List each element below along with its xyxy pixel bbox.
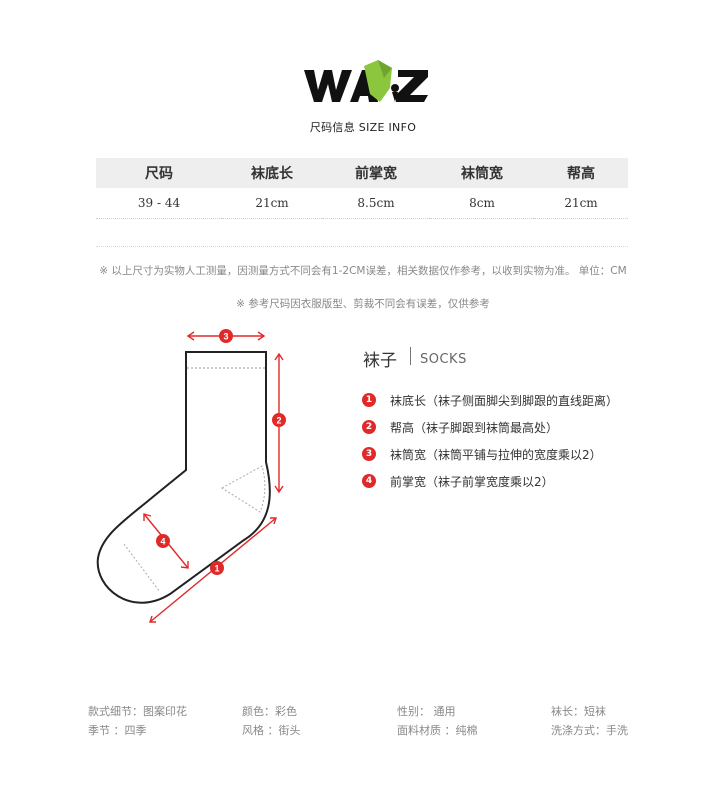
spec-style: 风格 ：街头 <box>242 724 301 737</box>
brand-logo <box>300 58 434 108</box>
table-header-row: 尺码 袜底长 前掌宽 袜筒宽 帮高 <box>96 158 628 188</box>
column-header-tube-width: 袜筒宽 <box>430 158 534 188</box>
measurement-note: ※ 以上尺寸为实物人工测量，因测量方式不同会有1-2CM误差，相关数据仅作参考，… <box>99 265 627 277</box>
table-cell: 39 - 44 <box>96 188 222 219</box>
legend-text: 袜底长（袜子侧面脚尖到脚跟的直线距离） <box>390 393 619 408</box>
spec-material: 面料材质 ：纯棉 <box>397 724 478 737</box>
sock-diagram: 3 2 4 1 <box>80 322 310 632</box>
legend-text: 帮高（袜子脚跟到袜筒最高处） <box>390 420 559 435</box>
column-header-forefoot-width: 前掌宽 <box>322 158 430 188</box>
spec-color: 颜色：彩色 <box>242 705 297 718</box>
table-row: 39 - 44 21cm 8.5cm 8cm 21cm <box>96 188 628 219</box>
column-header-sole-length: 袜底长 <box>222 158 322 188</box>
marker-label: 2 <box>276 416 281 426</box>
sock-toe-line <box>123 543 161 593</box>
logo-green-mark <box>364 60 399 102</box>
sock-outline <box>96 351 271 604</box>
table-cell: 21cm <box>534 188 628 219</box>
marker-badge-2: 2 <box>272 413 286 427</box>
spec-sock-length: 袜长：短袜 <box>551 705 606 718</box>
table-cell: 8cm <box>430 188 534 219</box>
marker-label: 4 <box>160 537 165 547</box>
sock-heel-line <box>221 465 266 513</box>
legend-item: 4 前掌宽（袜子前掌宽度乘以2） <box>362 473 554 489</box>
column-header-size: 尺码 <box>96 158 222 188</box>
column-header-upper-height: 帮高 <box>534 158 628 188</box>
marker-badge-3: 3 <box>219 329 233 343</box>
number-badge: 4 <box>362 474 376 488</box>
table-cell: 8.5cm <box>322 188 430 219</box>
spec-season: 季节 ：四季 <box>88 724 147 737</box>
socks-title: 袜子 <box>363 351 397 371</box>
table-cell: 21cm <box>222 188 322 219</box>
legend-item: 1 袜底长（袜子侧面脚尖到脚跟的直线距离） <box>362 392 618 408</box>
legend-text: 前掌宽（袜子前掌宽度乘以2） <box>390 474 554 489</box>
spec-washing: 洗涤方式：手洗 <box>551 724 628 737</box>
marker-badge-4: 4 <box>156 534 170 548</box>
socks-subtitle: SOCKS <box>420 352 467 367</box>
legend-item: 3 袜筒宽（袜筒平铺与拉伸的宽度乘以2） <box>362 446 602 462</box>
size-table: 尺码 袜底长 前掌宽 袜筒宽 帮高 39 - 44 21cm 8.5cm 8cm… <box>96 158 628 219</box>
title-separator <box>410 347 411 365</box>
spec-gender: 性别： 通用 <box>397 705 456 718</box>
number-badge: 1 <box>362 393 376 407</box>
marker-label: 1 <box>214 564 219 574</box>
marker-label: 3 <box>223 332 228 342</box>
number-badge: 2 <box>362 420 376 434</box>
sizing-note: ※ 参考尺码因衣服版型、剪裁不同会有误差，仅供参考 <box>236 298 490 310</box>
divider <box>96 246 628 247</box>
legend-item: 2 帮高（袜子脚跟到袜筒最高处） <box>362 419 558 435</box>
page-title: 尺码信息 SIZE INFO <box>309 121 417 134</box>
spec-style-detail: 款式细节：图案印花 <box>88 705 187 718</box>
number-badge: 3 <box>362 447 376 461</box>
marker-badge-1: 1 <box>210 561 224 575</box>
legend-text: 袜筒宽（袜筒平铺与拉伸的宽度乘以2） <box>390 447 602 462</box>
